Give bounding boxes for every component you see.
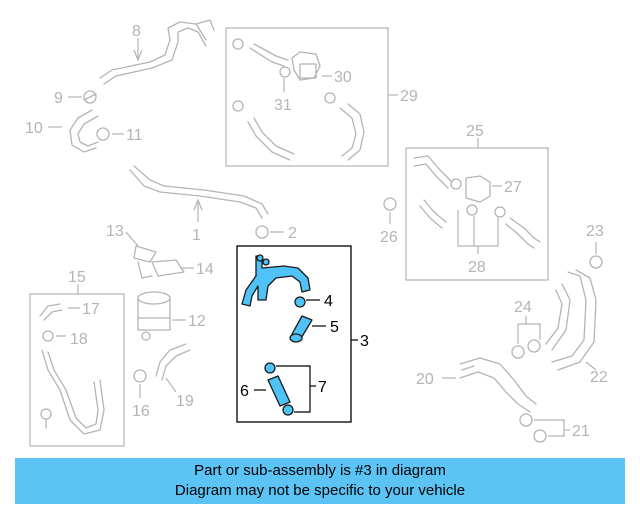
- callout-8: 8: [132, 23, 141, 40]
- sub-assembly-box-15: [29, 293, 125, 447]
- callout-25: 25: [466, 123, 484, 140]
- callout-2: 2: [288, 225, 297, 242]
- part-24-clamp-b: [527, 339, 541, 353]
- part-15-components: [39, 303, 105, 435]
- callout-29: 29: [400, 88, 418, 105]
- callout-9: 9: [54, 90, 63, 107]
- part-20-hose: [459, 357, 537, 413]
- callout-31: 31: [274, 97, 292, 114]
- callout-20: 20: [416, 371, 434, 388]
- part-21-clamp-a: [519, 413, 533, 427]
- leader-7: [276, 365, 311, 413]
- callout-11: 11: [126, 127, 143, 144]
- part-1-pipe: [129, 165, 269, 219]
- callout-26: 26: [380, 229, 398, 246]
- callout-21: 21: [572, 423, 590, 440]
- part-24-clamp-a: [511, 345, 525, 359]
- callout-22: 22: [590, 369, 608, 386]
- callout-17: 17: [82, 301, 100, 318]
- callout-19: 19: [176, 393, 194, 410]
- info-banner: Part or sub-assembly is #3 in diagram Di…: [15, 458, 625, 504]
- leader-19: [165, 377, 177, 393]
- part-3-hose-assembly: [241, 254, 311, 307]
- part-7-clamps: [264, 362, 294, 416]
- callout-1: 1: [192, 227, 201, 244]
- part-23-clamp: [589, 255, 603, 269]
- callout-14: 14: [196, 261, 214, 278]
- part-21-clamp-b: [533, 429, 547, 443]
- callout-23: 23: [586, 223, 604, 240]
- leader-13: [125, 231, 139, 247]
- sub-assembly-box-25: [405, 147, 549, 281]
- part-12-pump: [137, 291, 171, 341]
- leader-21: [534, 419, 565, 437]
- part-29-components: [232, 38, 365, 161]
- callout-30: 30: [334, 69, 352, 86]
- banner-line-1: Part or sub-assembly is #3 in diagram: [194, 462, 446, 479]
- callout-12: 12: [188, 313, 206, 330]
- leader-24: [517, 323, 541, 344]
- part-16-clamp: [133, 369, 147, 383]
- callout-15: 15: [68, 269, 86, 286]
- part-25-components: [413, 155, 541, 249]
- part-19-hose: [155, 343, 191, 381]
- part-2-clamp: [255, 225, 269, 239]
- callout-13: 13: [106, 223, 124, 240]
- leader-28: [457, 210, 499, 247]
- part-9-clamp: [83, 90, 97, 104]
- part-11-clamp: [96, 127, 110, 141]
- arrow-1: [193, 198, 203, 211]
- part-13-bracket: [133, 245, 157, 279]
- arrow-8: [133, 49, 143, 62]
- part-10-hose: [69, 109, 99, 153]
- callout-5: 5: [330, 319, 339, 336]
- banner-line-2: Diagram may not be specific to your vehi…: [174, 482, 466, 499]
- callout-3: 3: [360, 333, 369, 350]
- callout-7: 7: [318, 379, 327, 396]
- callout-10: 10: [25, 120, 43, 137]
- callout-28: 28: [468, 259, 486, 276]
- part-4-clamp: [294, 296, 306, 308]
- sub-assembly-box-29: [225, 27, 389, 167]
- callout-18: 18: [70, 331, 88, 348]
- part-5-hose: [289, 315, 313, 343]
- part-8-hose: [99, 19, 215, 85]
- part-22-pipes: [545, 269, 597, 371]
- callout-4: 4: [324, 293, 333, 310]
- part-14-bracket: [151, 259, 185, 277]
- leader-22: [585, 361, 597, 371]
- part-6-hose: [267, 375, 291, 407]
- callout-16: 16: [132, 403, 150, 420]
- callout-24: 24: [514, 299, 532, 316]
- part-26-clamp: [383, 197, 397, 211]
- callout-27: 27: [504, 179, 522, 196]
- callout-6: 6: [240, 383, 249, 400]
